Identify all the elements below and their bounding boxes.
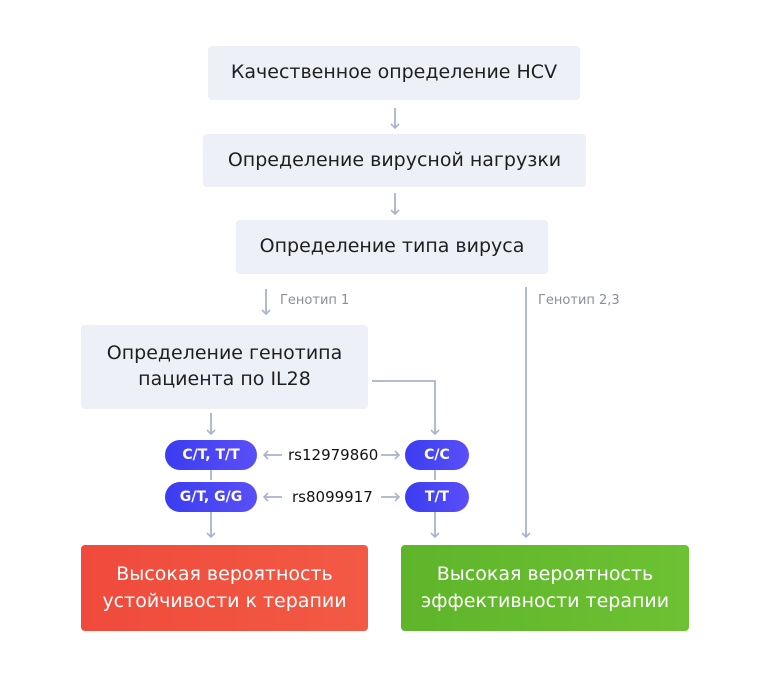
- step-patient-genotype-il28: Определение генотипа пациента по IL28: [81, 325, 368, 409]
- result-resistance-line2: устойчивости к терапии: [102, 590, 347, 612]
- snp-rs8099917: rs8099917: [292, 488, 373, 506]
- step-viral-load: Определение вирусной нагрузки: [203, 134, 586, 187]
- step-qualitative-hcv: Качественное определение HCV: [208, 46, 580, 100]
- step-patient-genotype-line2: пациента по IL28: [138, 368, 311, 390]
- step-qualitative-label: Качественное определение HCV: [230, 61, 558, 84]
- allele-tt-pill: T/T: [405, 482, 469, 512]
- line-il28-to-cc: [372, 380, 440, 436]
- branch-genotype1-label: Генотип 1: [280, 293, 350, 308]
- result-efficacy-line2: эффективности терапии: [420, 590, 670, 612]
- result-resistance: Высокая вероятность устойчивости к терап…: [81, 545, 368, 631]
- snp-rs12979860: rs12979860: [288, 446, 379, 464]
- result-efficacy: Высокая вероятность эффективности терапи…: [401, 545, 689, 631]
- step-patient-genotype-line1: Определение генотипа: [106, 342, 343, 365]
- step-virus-type-label: Определение типа вируса: [259, 235, 525, 258]
- branch-genotype23-label: Генотип 2,3: [538, 293, 620, 308]
- result-efficacy-line1: Высокая вероятность: [436, 563, 654, 586]
- step-virus-type: Определение типа вируса: [236, 220, 548, 274]
- allele-ct-tt-pill: C/T, T/T: [165, 440, 257, 470]
- allele-cc-pill: C/C: [405, 440, 469, 470]
- result-resistance-line1: Высокая вероятность: [116, 563, 333, 586]
- allele-gt-gg-pill: G/T, G/G: [165, 482, 257, 512]
- step-viral-load-label: Определение вирусной нагрузки: [227, 148, 562, 171]
